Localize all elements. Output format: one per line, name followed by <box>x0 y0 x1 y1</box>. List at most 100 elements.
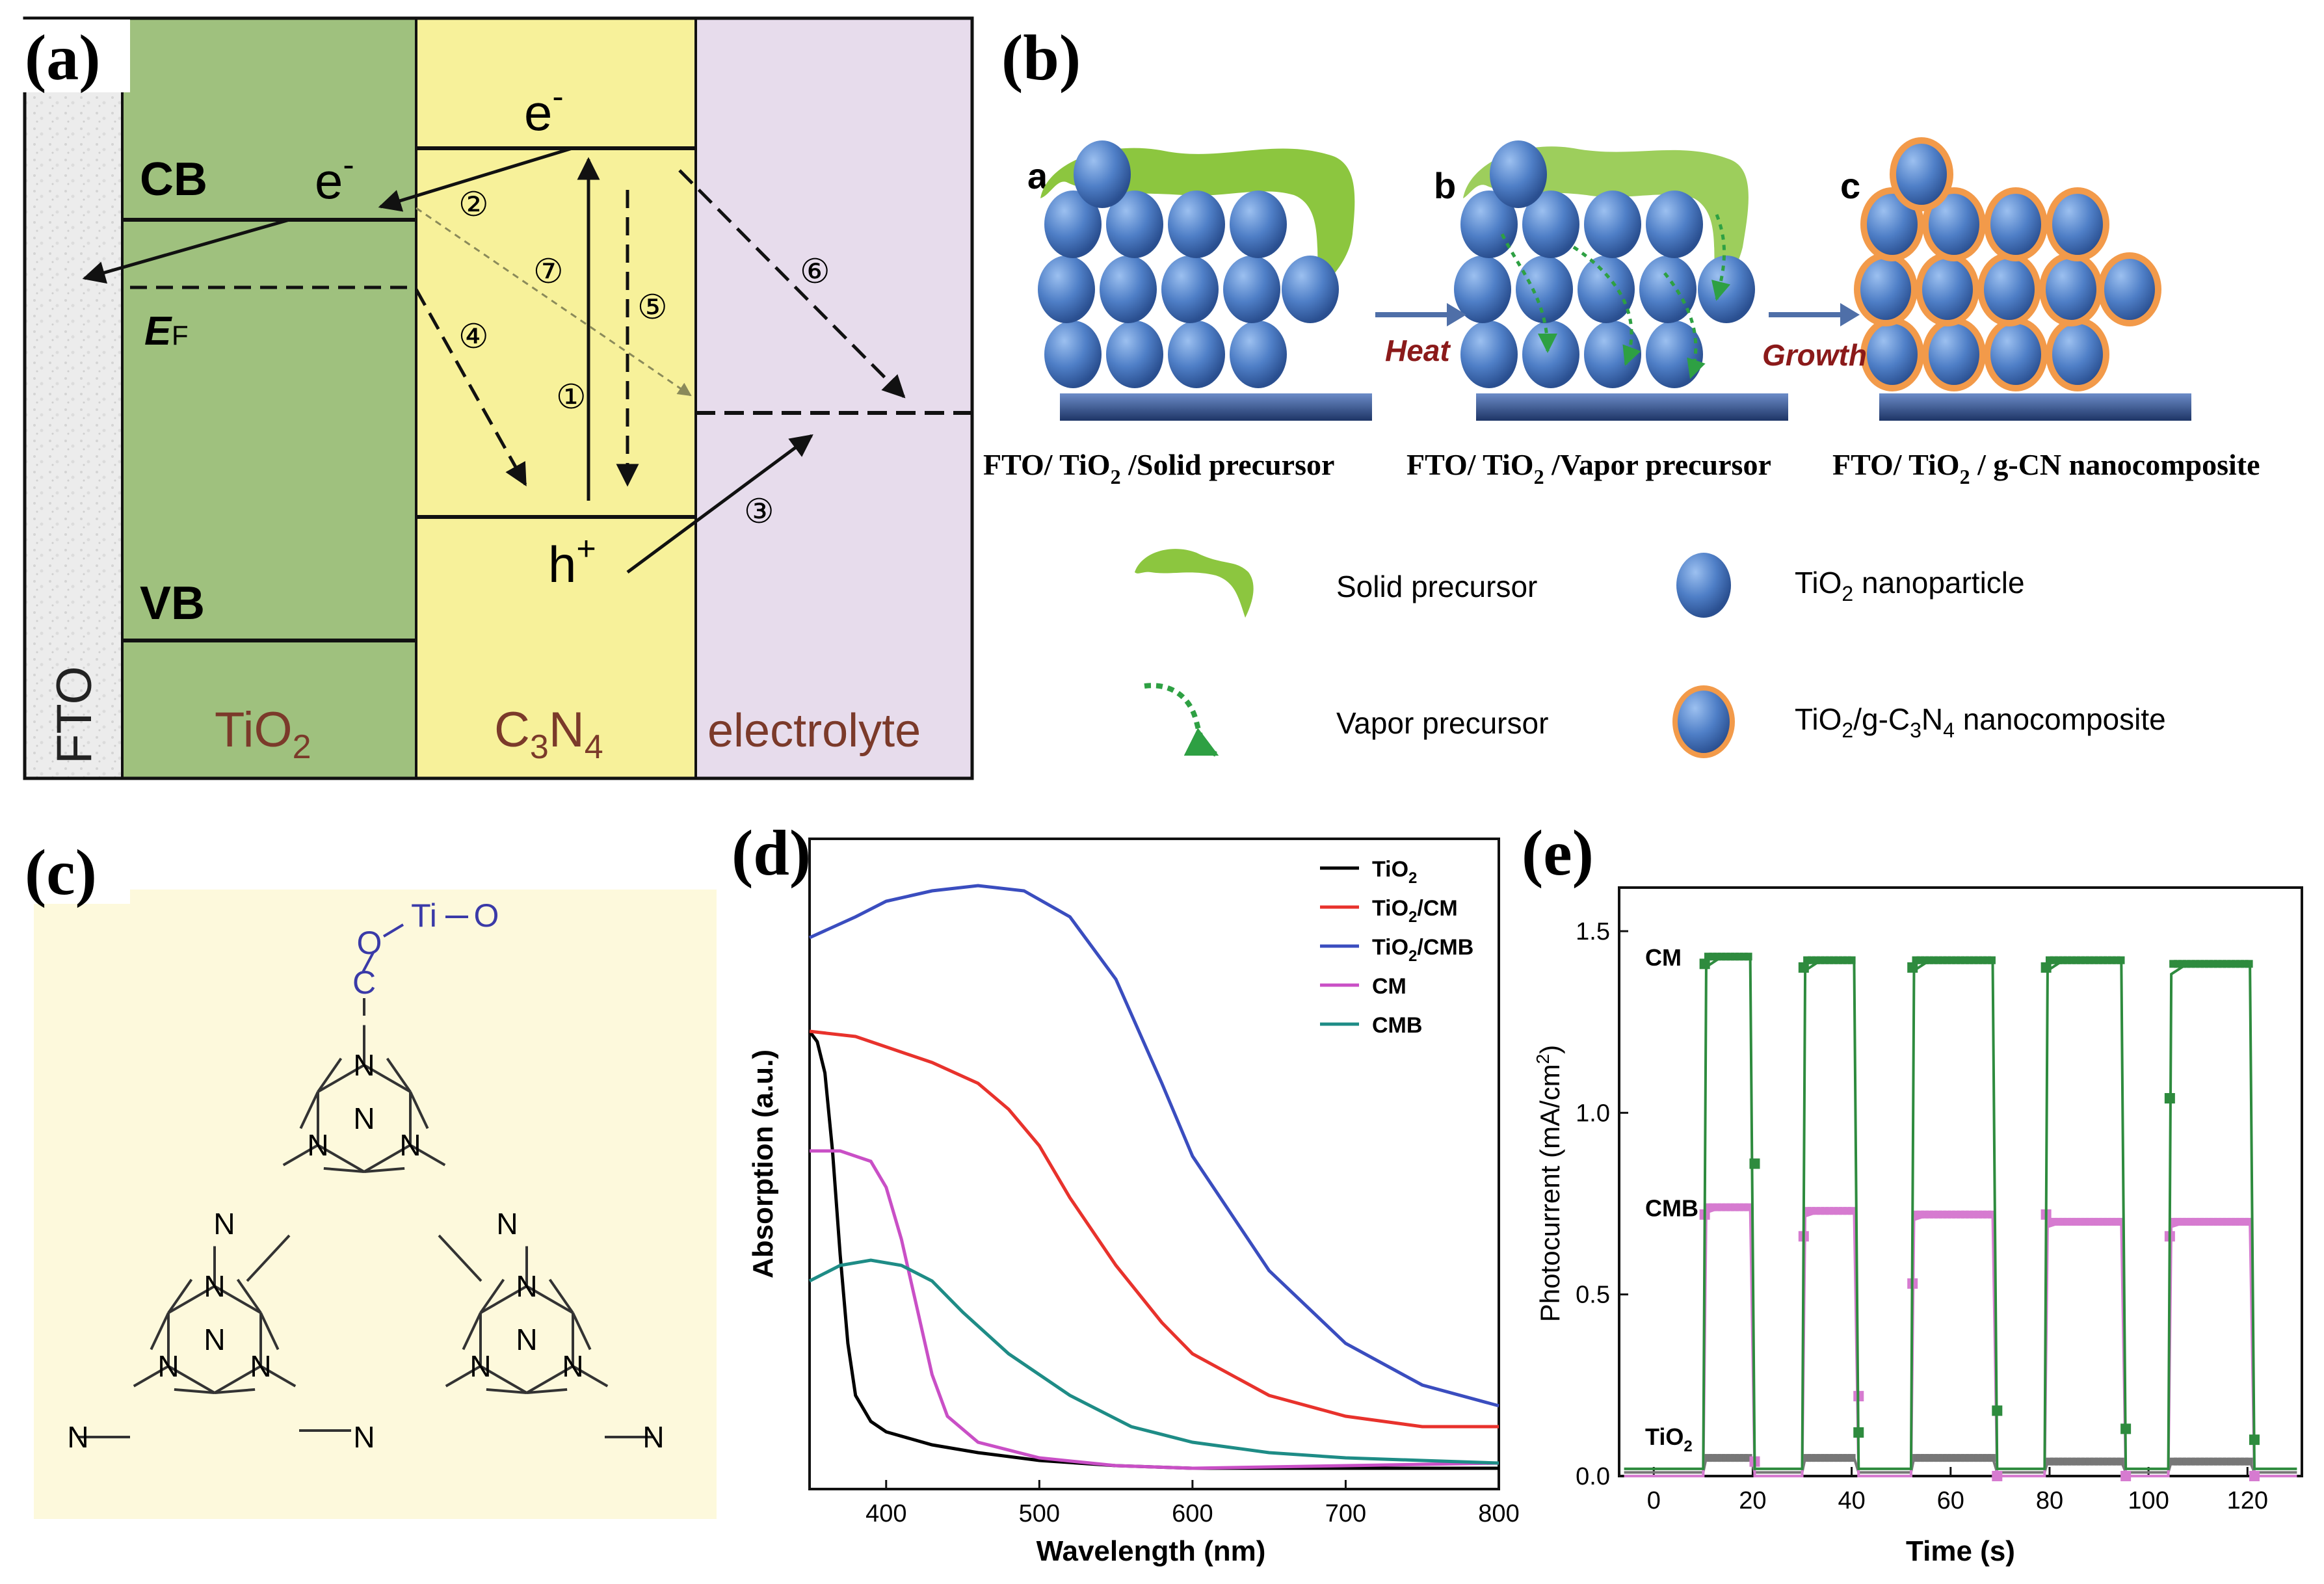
tio2-nanoparticle <box>1168 321 1225 388</box>
series-marker <box>2117 956 2125 964</box>
tio2-nanoparticle <box>1584 191 1641 258</box>
legend-label: TiO2 <box>1372 857 1417 887</box>
legend-tio2-sphere <box>1676 553 1731 618</box>
path-label-7: ⑦ <box>533 252 564 291</box>
series-marker <box>2249 1471 2260 1481</box>
stack-a <box>1038 140 1372 421</box>
series-line <box>808 884 1499 1408</box>
series-line <box>808 1258 1499 1465</box>
tio2-nanoparticle <box>1860 317 1924 391</box>
linking-carbon: C <box>352 964 376 1001</box>
tio2-nanoparticle <box>1230 191 1287 258</box>
fto-layer <box>25 92 122 778</box>
bond <box>409 1091 429 1129</box>
path-label-3: ③ <box>744 492 774 531</box>
bond <box>445 1365 481 1388</box>
nitrogen-atom: N <box>353 1048 375 1082</box>
series-line <box>809 1029 1499 1429</box>
tio2-nanoparticle <box>1522 191 1579 258</box>
nitrogen-atom: N <box>307 1128 328 1162</box>
tio2-nanoparticle <box>1106 191 1163 258</box>
bond <box>174 1388 215 1394</box>
tio2-nanoparticle <box>1916 252 1979 326</box>
nitrogen-atom: N <box>353 1420 375 1454</box>
bond <box>213 1365 262 1394</box>
series-marker <box>1847 1454 1856 1462</box>
tio2-nanoparticle <box>1522 321 1579 388</box>
electrolyte-layer <box>696 18 972 778</box>
nitrogen-atom: N <box>496 1207 518 1241</box>
x-tick-label: 600 <box>1172 1500 1213 1527</box>
tio2-nanoparticle <box>1161 256 1219 323</box>
c3n4-layer <box>416 18 696 778</box>
tio2-nanoparticle <box>1860 187 1924 261</box>
ti-o-group: O Ti O C <box>352 897 499 1016</box>
legend-composite-sphere <box>1672 685 1735 758</box>
path-label-1: ① <box>556 378 587 417</box>
legend-solid-precursor: Solid precursor <box>1336 570 1537 603</box>
tio2-nanoparticle <box>1584 321 1641 388</box>
tio2-nanoparticle <box>1984 187 2048 261</box>
y-tick-label: 1.5 <box>1576 918 1610 945</box>
legend-vapor-precursor: Vapor precursor <box>1336 706 1548 740</box>
x-tick-label: 0 <box>1647 1487 1661 1514</box>
nitrogen-atom: N <box>469 1349 491 1383</box>
path-label-6: ⑥ <box>800 252 830 291</box>
tio2-nanoparticle <box>1460 191 1518 258</box>
bond <box>246 1234 291 1282</box>
c3n4-hole: h+ <box>548 530 596 593</box>
path-label-4: ④ <box>458 317 489 356</box>
path-label-2: ② <box>458 185 489 224</box>
nitrogen-atom: N <box>204 1269 225 1303</box>
bond <box>526 1365 574 1394</box>
x-tick-label: 700 <box>1325 1500 1366 1527</box>
c3n4-electron: e- <box>524 78 564 141</box>
bond <box>167 1278 193 1314</box>
tio2-nanoparticle <box>1984 317 2048 391</box>
series-marker <box>2245 960 2253 968</box>
cb-label: CB <box>140 153 207 205</box>
path-4-recombination <box>414 288 527 487</box>
ti-o-oxygen-2: O <box>474 897 499 934</box>
fto-label: FTO <box>47 666 102 764</box>
nitrogen-atom: N <box>213 1207 235 1241</box>
x-tick-label: 60 <box>1937 1487 1964 1514</box>
series-marker <box>1987 1454 1996 1462</box>
heat-arrow <box>1375 303 1466 326</box>
fto-substrate <box>1060 393 1372 421</box>
chart-d-ylabel: Absorption (a.u.) <box>747 1049 779 1278</box>
panel-b-label: (b) <box>1001 21 1081 94</box>
caption-c: FTO/ TiO2 / g-CN nanocomposite <box>1832 448 2260 488</box>
bond <box>386 1057 412 1093</box>
bond <box>299 1091 319 1129</box>
bond <box>410 1144 446 1167</box>
series-marker <box>2117 1457 2125 1466</box>
series-marker <box>2249 1434 2260 1445</box>
chart-d-lines <box>808 884 1499 1470</box>
fto-substrate <box>1476 393 1788 421</box>
chart-e-xlabel: Time (s) <box>1906 1535 2015 1567</box>
bond <box>133 1365 169 1388</box>
legend-label: CM <box>1372 974 1406 999</box>
nitrogen-atom: N <box>250 1349 271 1383</box>
bond <box>236 1278 262 1314</box>
x-tick-label: 500 <box>1019 1500 1060 1527</box>
tio2-nanoparticle <box>1106 321 1163 388</box>
x-tick-label: 100 <box>2128 1487 2169 1514</box>
path-2-transfer <box>378 146 573 212</box>
bond <box>548 1278 574 1314</box>
panel-c-label: (c) <box>25 836 97 908</box>
panel-e-label: (e) <box>1522 817 1594 889</box>
series-label: TiO2 <box>1645 1423 1693 1455</box>
bond <box>572 1312 592 1351</box>
bond <box>526 1285 574 1314</box>
fermi-label-main: E <box>144 309 172 354</box>
tio2-nanoparticle <box>1230 321 1287 388</box>
series-marker <box>1847 956 1856 964</box>
heat-label: Heat <box>1385 334 1451 367</box>
y-tick-label: 0.0 <box>1576 1463 1610 1490</box>
panel-a: CB VB E F e- e- h+ ① ② ③ ④ ⑤ ⑥ ⑦ FTO TiO… <box>0 16 974 780</box>
